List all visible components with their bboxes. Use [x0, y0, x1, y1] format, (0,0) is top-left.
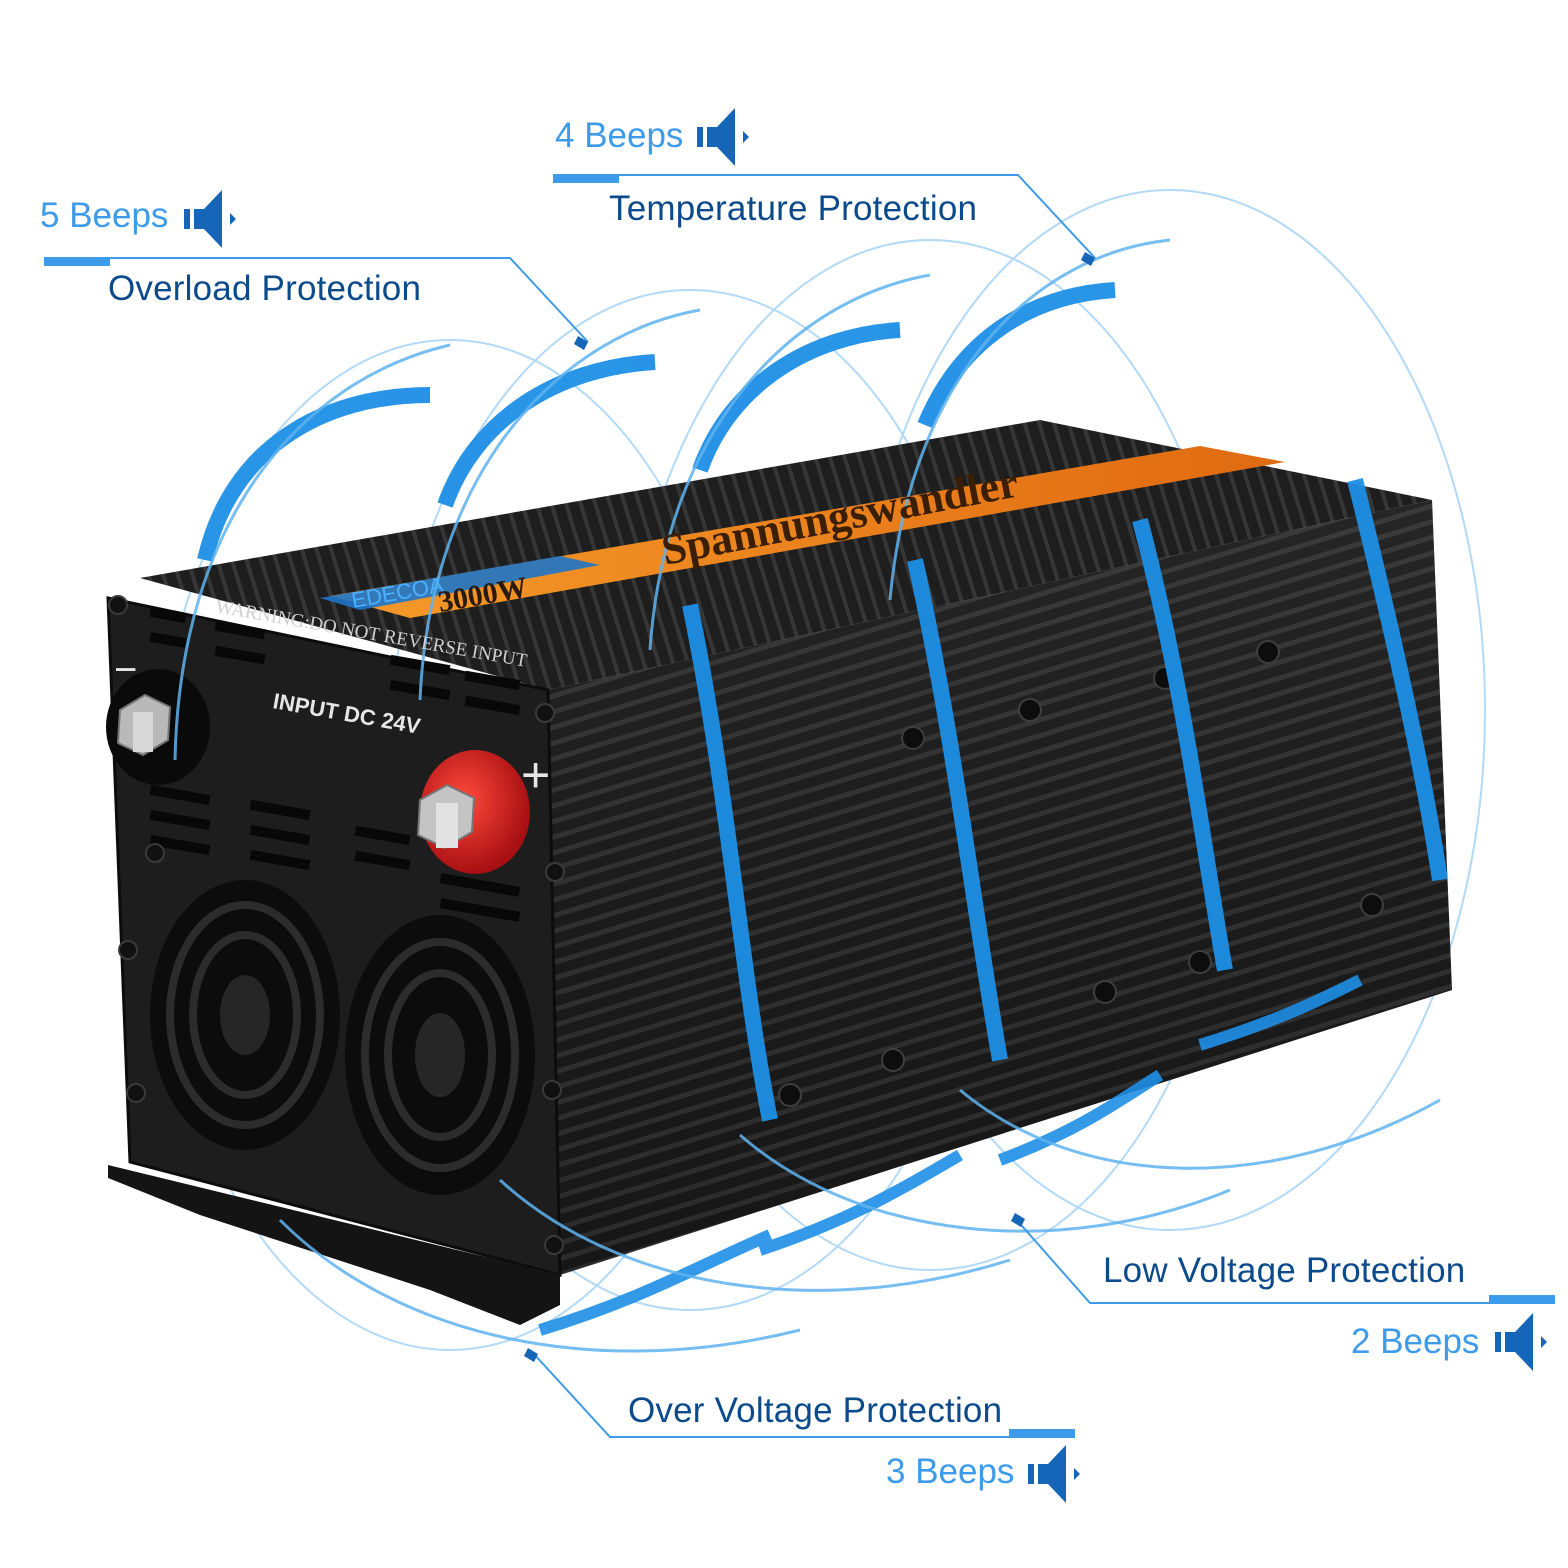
temperature-label: Temperature Protection [609, 189, 978, 228]
label-strip [330, 446, 1285, 618]
temperature-beeps: 4 Beeps [555, 116, 684, 155]
low-voltage-label: Low Voltage Protection [1103, 1251, 1466, 1290]
positive-symbol: + [521, 747, 550, 803]
low-voltage-beeps: 2 Beeps [1351, 1322, 1480, 1361]
speaker-icon [1028, 1445, 1080, 1503]
front-vents [149, 606, 521, 922]
wave-arcs [197, 282, 1448, 1122]
speaker-icon [184, 190, 236, 248]
over-voltage-beeps: 3 Beeps [886, 1452, 1015, 1491]
screws [108, 595, 565, 1255]
overload-label: Overload Protection [108, 269, 422, 308]
over-voltage-label: Over Voltage Protection [628, 1391, 1003, 1430]
negative-terminal [106, 669, 210, 785]
mounting-flange [108, 1165, 560, 1325]
leader-accents [44, 175, 1555, 1437]
leader-lines [44, 174, 1555, 1438]
cooling-fan-right [345, 915, 535, 1195]
positive-terminal [416, 750, 530, 874]
negative-symbol: − [114, 648, 137, 692]
speaker-icon [697, 108, 749, 166]
speaker-icon [1495, 1313, 1547, 1371]
cooling-fan-left [150, 880, 340, 1150]
overload-beeps: 5 Beeps [40, 196, 169, 235]
